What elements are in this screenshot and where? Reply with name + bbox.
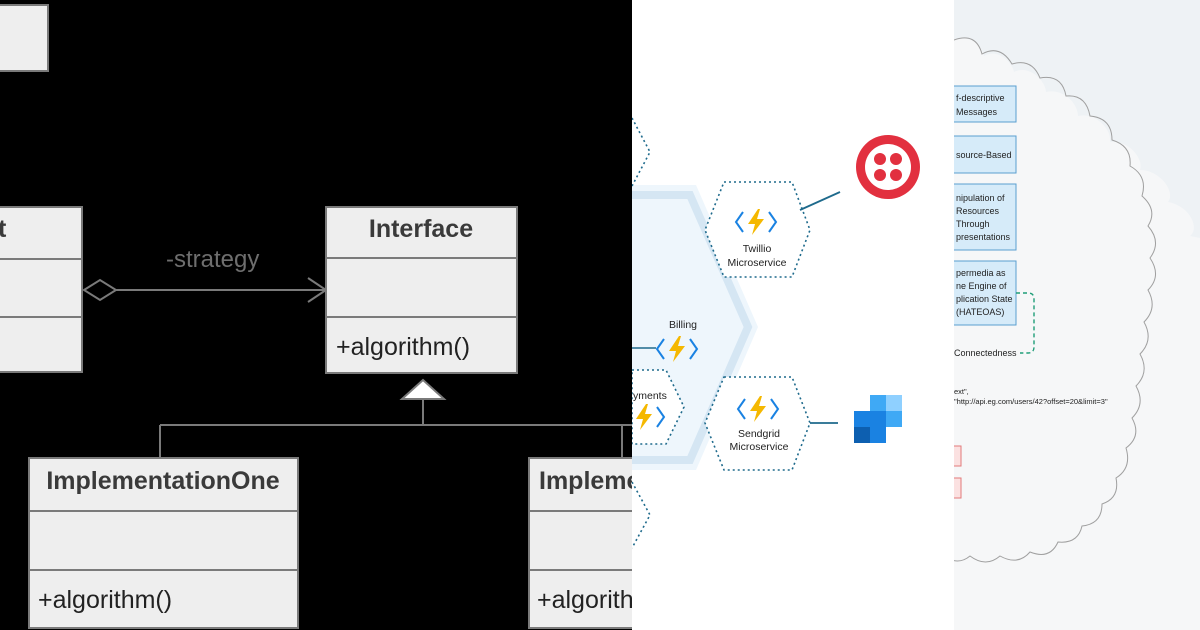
sendgrid-microservice-hexagon xyxy=(704,376,811,471)
aggregation-association: -strategy xyxy=(82,246,328,303)
strategy-label: -strategy xyxy=(166,246,259,273)
twilio-logo-icon xyxy=(856,135,920,199)
box3-line3: Through xyxy=(956,219,990,229)
interface-class-box: Interface +algorithm() xyxy=(325,206,518,374)
cloud-outline xyxy=(954,37,1156,563)
implementation-two-class-box: Impleme +algorith xyxy=(528,457,632,629)
sendgrid-label-line1: Sendgrid xyxy=(738,428,780,440)
implementation-one-method: +algorithm() xyxy=(38,586,172,614)
code-line1: ext", xyxy=(954,387,969,396)
top-left-box xyxy=(0,4,49,72)
sendgrid-label-line2: Microservice xyxy=(730,441,789,453)
hateoas-connector xyxy=(1016,292,1035,354)
resource-based-box xyxy=(954,135,1017,174)
azure-microservices-panel: Billing yments Twillio Microservice xyxy=(632,0,954,630)
connectedness-label: Connectedness xyxy=(954,348,1017,358)
code-line2: "http://api.eg.com/users/42?offset=20&li… xyxy=(954,397,1108,406)
billing-label: Billing xyxy=(669,319,697,331)
red-marker-box-2 xyxy=(954,477,962,499)
top-left-box-label: : xyxy=(0,22,2,50)
sendgrid-logo-icon xyxy=(854,395,902,443)
azure-architecture-diagram: Billing yments Twillio Microservice xyxy=(632,117,920,549)
box1-line1: f-descriptive xyxy=(956,93,1005,103)
box3-line2: Resources xyxy=(956,206,1000,216)
implementation-one-class-box: ImplementationOne +algorithm() xyxy=(28,457,299,629)
context-class-title: t xyxy=(0,215,7,243)
twillio-label-line2: Microservice xyxy=(728,257,787,269)
context-class-box: t xyxy=(0,206,83,373)
payments-function-icon xyxy=(636,404,666,430)
uml-strategy-panel: : t -strategy Interface +algorithm() xyxy=(0,4,632,629)
box3-line4: presentations xyxy=(956,232,1011,242)
box1-line2: Messages xyxy=(956,107,998,117)
box2-line1: source-Based xyxy=(956,150,1012,160)
implementation-one-title: ImplementationOne xyxy=(46,467,279,495)
twillio-label-line1: Twillio xyxy=(743,243,772,255)
interface-class-title: Interface xyxy=(369,215,473,243)
hateoas-box xyxy=(954,260,1017,326)
red-marker-box-1 xyxy=(954,445,962,467)
box4-line2: ne Engine of xyxy=(956,281,1007,291)
rest-constraints-panel: f-descriptive Messages source-Based nipu… xyxy=(954,0,1200,630)
rest-diagram: f-descriptive Messages source-Based nipu… xyxy=(954,37,1200,630)
manipulation-of-resources-box xyxy=(954,183,1017,251)
box4-line1: permedia as xyxy=(956,268,1006,278)
interface-method: +algorithm() xyxy=(336,333,470,361)
inheritance-triangle-icon xyxy=(399,378,447,400)
implementation-two-method: +algorith xyxy=(537,586,632,614)
twillio-microservice-hexagon xyxy=(704,181,811,278)
self-descriptive-messages-box xyxy=(954,85,1017,123)
box4-line3: plication State xyxy=(956,294,1013,304)
sendgrid-function-icon xyxy=(736,396,780,422)
twillio-function-icon xyxy=(734,209,778,235)
billing-function-icon xyxy=(655,336,699,362)
payments-label: yments xyxy=(633,390,667,402)
aggregation-diamond-icon xyxy=(82,278,118,302)
box4-line4: (HATEOAS) xyxy=(956,307,1004,317)
uml-diagram: : t -strategy Interface +algorithm() xyxy=(0,4,632,629)
implementation-two-title: Impleme xyxy=(539,467,632,495)
box3-line1: nipulation of xyxy=(956,193,1005,203)
inheritance-connector xyxy=(159,378,632,458)
